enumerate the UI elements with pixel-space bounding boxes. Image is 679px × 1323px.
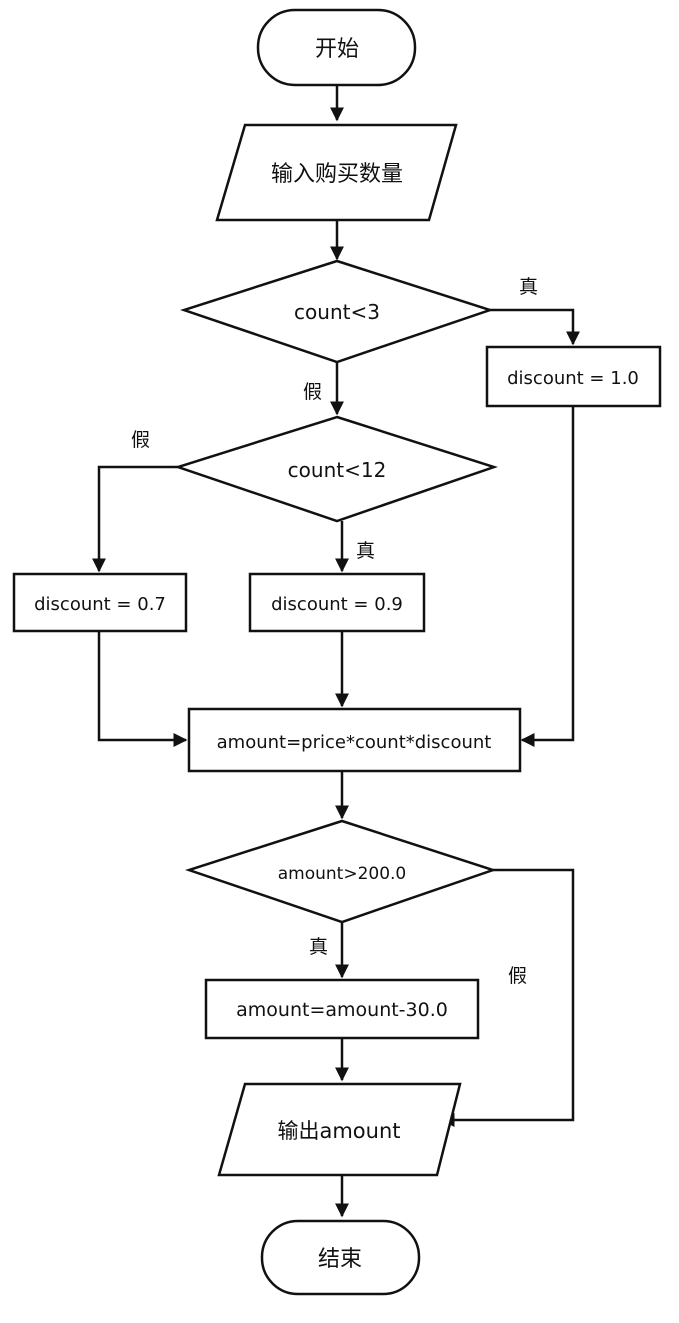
process-discount-0-9: discount = 0.9: [248, 572, 426, 633]
output-parallelogram: 输出amount: [217, 1082, 462, 1177]
edge-cond2-false: [92, 465, 178, 573]
sub-label: amount=amount-30.0: [236, 999, 448, 1021]
start-terminal: 开始: [256, 8, 417, 87]
input-parallelogram: 输入购买数量: [215, 123, 458, 222]
end-label: 结束: [318, 1247, 362, 1272]
cond2-false-label: 假: [131, 429, 150, 451]
cond1-false-label: 假: [303, 381, 322, 403]
cond2-label: count<12: [288, 458, 387, 482]
d10-label: discount = 1.0: [507, 368, 639, 389]
edge-d07-calc: [97, 631, 188, 747]
edge-cond1-true: [490, 308, 580, 346]
cond3-false-label: 假: [508, 965, 527, 987]
cond2-true-label: 真: [356, 540, 375, 562]
end-terminal: 结束: [260, 1219, 421, 1296]
edge-cond3-false: [440, 868, 575, 1127]
process-discount-0-7: discount = 0.7: [12, 572, 188, 633]
output-label: 输出amount: [277, 1119, 400, 1143]
d07-label: discount = 0.7: [34, 594, 166, 615]
calc-label: amount=price*count*discount: [217, 732, 492, 753]
process-amount-calc: amount=price*count*discount: [187, 707, 522, 773]
cond3-label: amount>200.0: [278, 864, 407, 884]
start-label: 开始: [315, 37, 359, 62]
cond3-true-label: 真: [309, 936, 328, 958]
connectors: [92, 85, 580, 1218]
d09-label: discount = 0.9: [271, 594, 403, 615]
cond1-true-label: 真: [519, 276, 538, 298]
decision-amount-gt-200: amount>200.0: [185, 819, 497, 924]
decision-count-lt-3: count<3: [180, 259, 494, 364]
decision-count-lt-12: count<12: [173, 415, 498, 523]
input-label: 输入购买数量: [271, 162, 403, 187]
process-amount-subtract: amount=amount-30.0: [204, 978, 480, 1040]
cond1-label: count<3: [294, 300, 380, 324]
process-discount-1-0: discount = 1.0: [485, 345, 662, 408]
edge-d10-calc: [520, 406, 575, 747]
